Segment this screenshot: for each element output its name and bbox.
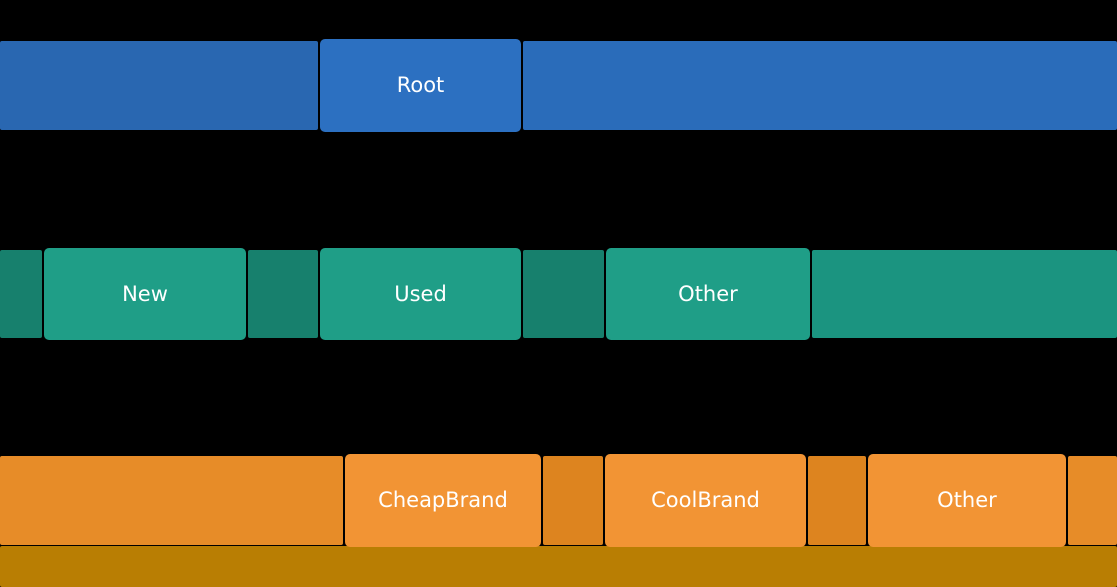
node-label: CheapBrand (378, 488, 508, 512)
icicle-segment-l3-right[interactable] (1068, 456, 1117, 545)
node-label: Used (394, 281, 447, 306)
icicle-node-other-level3[interactable]: Other (868, 454, 1066, 547)
icicle-node-used[interactable]: Used (320, 248, 521, 340)
icicle-segment-l2-right[interactable] (812, 250, 1117, 338)
icicle-node-cheapbrand[interactable]: CheapBrand (345, 454, 541, 547)
icicle-node-coolbrand[interactable]: CoolBrand (605, 454, 806, 547)
node-label: Other (937, 488, 997, 512)
icicle-node-root[interactable]: Root (320, 39, 521, 132)
icicle-level-4-strip[interactable] (0, 546, 1117, 587)
icicle-segment-l2-b[interactable] (248, 250, 318, 338)
icicle-segment-l2-c[interactable] (523, 250, 604, 338)
icicle-segment-l1-left[interactable] (0, 41, 318, 130)
node-label: Root (396, 73, 445, 97)
icicle-segment-l2-a[interactable] (0, 250, 42, 338)
node-label: CoolBrand (651, 488, 760, 512)
icicle-segment-l3-b[interactable] (808, 456, 866, 545)
icicle-segment-l3-a[interactable] (543, 456, 603, 545)
node-label: Other (678, 281, 738, 306)
icicle-segment-l3-left[interactable] (0, 456, 343, 545)
icicle-segment-l1-right[interactable] (523, 41, 1117, 130)
icicle-node-new[interactable]: New (44, 248, 246, 340)
icicle-node-other-level2[interactable]: Other (606, 248, 810, 340)
node-label: New (122, 281, 168, 306)
